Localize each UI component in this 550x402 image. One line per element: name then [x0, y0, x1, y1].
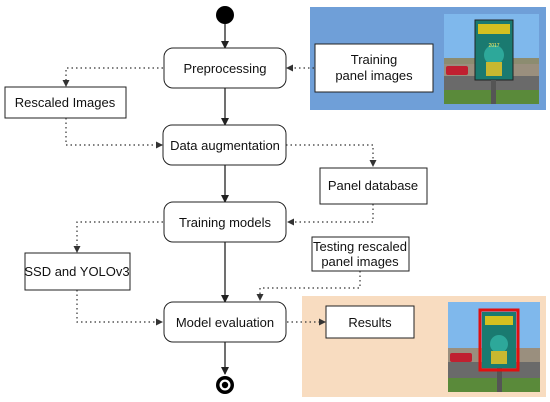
- detection-bounding-box: [478, 308, 520, 372]
- training-photo-poster-year: 2017: [488, 43, 499, 49]
- dataflow-preprocessing-to-rescaled: [62, 67, 163, 87]
- data-testing-rescaled: Testing rescaled panel images: [311, 236, 410, 272]
- testing-rescaled-line2: panel images: [321, 254, 399, 269]
- step-preprocessing: Preprocessing: [163, 47, 287, 89]
- step-model-evaluation-label: Model evaluation: [176, 315, 274, 330]
- dataflow-augmentation-to-database: [286, 144, 377, 167]
- end-node: [216, 376, 234, 394]
- start-node: [216, 6, 234, 24]
- results-photo: [448, 302, 540, 392]
- data-results: Results: [325, 305, 415, 339]
- training-images-line2: panel images: [335, 68, 413, 83]
- dataflow-rescaled-to-augmentation: [65, 118, 163, 149]
- step-data-augmentation: Data augmentation: [162, 124, 287, 166]
- rescaled-images-label: Rescaled Images: [15, 95, 116, 110]
- step-preprocessing-label: Preprocessing: [183, 61, 266, 76]
- dataflow-testing-to-evaluation: [256, 271, 361, 301]
- data-panel-database: Panel database: [319, 167, 428, 205]
- step-training-models: Training models: [163, 201, 287, 243]
- results-label: Results: [348, 315, 392, 330]
- step-training-models-label: Training models: [179, 215, 272, 230]
- training-images-line1: Training: [351, 52, 397, 67]
- training-photo: 2017: [444, 14, 539, 104]
- data-training-panel-images: Training panel images: [314, 43, 434, 93]
- dataflow-database-to-training: [287, 204, 374, 226]
- testing-rescaled-line1: Testing rescaled: [313, 239, 407, 254]
- data-ssd-yolo: SSD and YOLOv3: [24, 252, 131, 291]
- data-rescaled-images: Rescaled Images: [4, 86, 127, 119]
- step-model-evaluation: Model evaluation: [163, 301, 287, 343]
- step-data-augmentation-label: Data augmentation: [170, 138, 280, 153]
- dataflow-training-to-ssd: [73, 221, 163, 253]
- dataflow-ssd-to-evaluation: [76, 290, 163, 326]
- panel-database-label: Panel database: [328, 178, 418, 193]
- ssd-yolo-label: SSD and YOLOv3: [24, 264, 129, 279]
